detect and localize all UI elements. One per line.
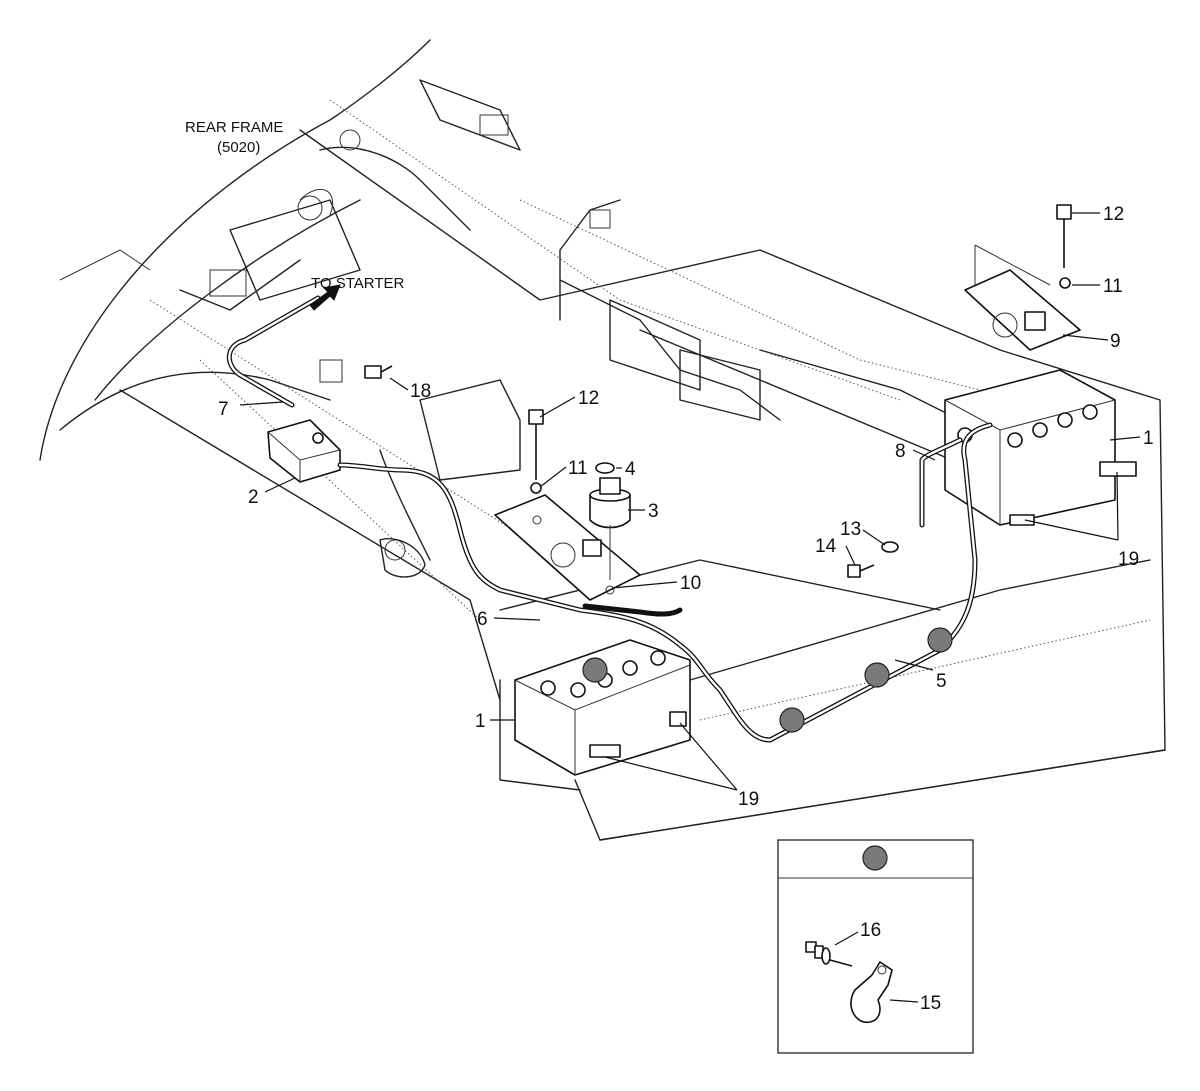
callout-12-left: 12 [578, 388, 599, 409]
callout-5: 5 [936, 671, 947, 692]
callout-18: 18 [410, 381, 431, 402]
callout-9: 9 [1110, 331, 1121, 352]
clamp-marker [927, 627, 953, 653]
bracket-10 [494, 494, 641, 601]
callout-11-left: 11 [568, 458, 588, 479]
leader-lines [239, 212, 1141, 791]
callout-14: 14 [815, 536, 837, 557]
callout-19-left: 19 [738, 789, 759, 810]
callout-12-right: 12 [1103, 204, 1124, 225]
battery-left [514, 639, 691, 776]
callout-10: 10 [680, 573, 701, 594]
clamp-marker [779, 707, 805, 733]
inset-clamp-marker [862, 845, 888, 871]
connector-18 [364, 365, 393, 379]
note-rear-frame-code: (5020) [217, 139, 260, 156]
callout-8: 8 [895, 441, 906, 462]
callout-19-right: 19 [1118, 549, 1139, 570]
callout-11-right: 11 [1103, 276, 1123, 297]
clamp-detail-inset: 16 15 [777, 839, 974, 1054]
note-to-starter: TO STARTER [311, 275, 405, 292]
to-starter-arrow [309, 284, 341, 311]
battery-bracket-right [964, 244, 1081, 351]
cables [226, 295, 993, 743]
clamp-15 [850, 961, 893, 1023]
callout-3: 3 [648, 501, 659, 522]
washer-13 [881, 541, 899, 553]
bolt-12-right [1056, 204, 1072, 268]
callout-1-right: 1 [1143, 428, 1154, 449]
callout-15: 15 [920, 993, 941, 1014]
callout-7: 7 [218, 399, 229, 420]
washer-11-right [1059, 277, 1071, 289]
bolt-14 [847, 564, 875, 578]
battery-switch-3 [589, 477, 631, 580]
clamp-marker [864, 662, 890, 688]
washer-11-left [530, 482, 542, 494]
callout-2: 2 [248, 487, 259, 508]
note-rear-frame: REAR FRAME [185, 119, 283, 136]
battery-right [944, 369, 1137, 526]
callout-4: 4 [625, 459, 636, 480]
callout-1-left: 1 [475, 711, 486, 732]
callout-13: 13 [840, 519, 861, 540]
clamp-marker [582, 657, 608, 683]
bolt-16 [805, 941, 853, 967]
relay-2 [267, 419, 341, 483]
washer-4 [595, 462, 615, 474]
clamp-markers [582, 627, 953, 733]
bolt-12-left [528, 409, 544, 480]
callout-6: 6 [477, 609, 488, 630]
callout-16: 16 [860, 920, 881, 941]
